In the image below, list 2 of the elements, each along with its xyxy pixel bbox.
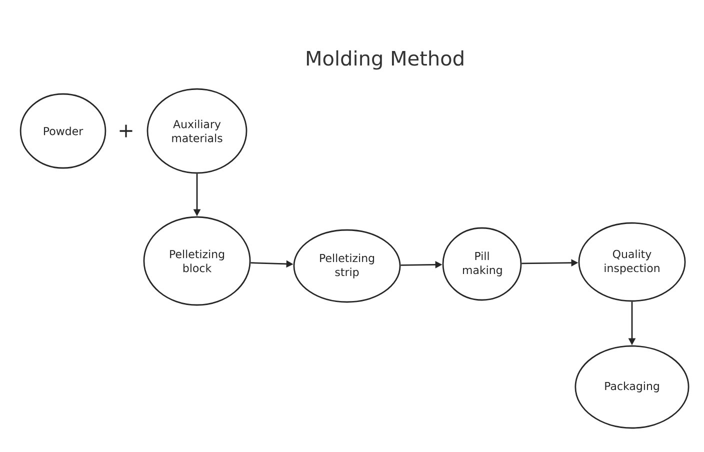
plus-sign: + xyxy=(120,124,132,138)
title: Molding Method xyxy=(306,50,464,70)
